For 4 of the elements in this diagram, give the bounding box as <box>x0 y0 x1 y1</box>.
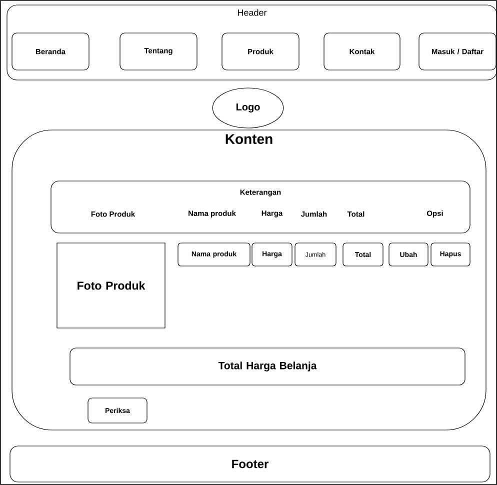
photo-frame: Foto Produk <box>56 242 166 328</box>
oval-label: Logo <box>212 88 284 128</box>
total-bar: Total Harga Belanja <box>70 348 466 386</box>
footer-bar: Footer <box>10 446 490 482</box>
